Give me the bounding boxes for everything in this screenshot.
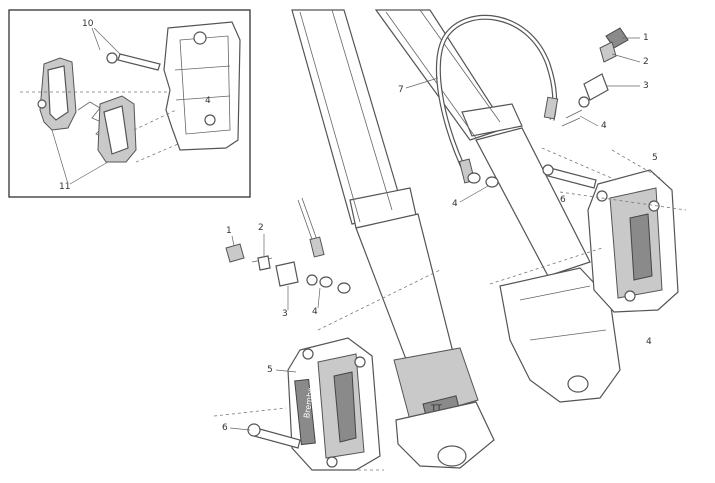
hose-washers: 4 — [452, 172, 499, 209]
caliper-right: 6 5 4 — [489, 147, 687, 347]
label-1-upper: 1 — [643, 33, 649, 43]
fork-leg-left: TT — [291, 9, 495, 469]
label-1-middle: 1 — [226, 226, 232, 236]
bolt-stack-middle: 1 2 3 4 — [225, 197, 351, 319]
fork-leg-right — [374, 9, 621, 403]
label-6-right: 6 — [560, 195, 566, 205]
label-4-upper: 4 — [601, 121, 607, 131]
label-4-hose: 4 — [452, 199, 458, 209]
inset-pads-detail: 10 11 4 — [8, 9, 251, 198]
caliper-left: Brembo 5 6 — [213, 269, 441, 471]
label-2-upper: 2 — [643, 57, 649, 67]
label-11: 11 — [59, 182, 70, 192]
label-7: 7 — [398, 85, 404, 95]
label-5-left: 5 — [267, 365, 273, 375]
label-2-middle: 2 — [258, 223, 264, 233]
label-4-middle: 4 — [312, 307, 318, 317]
bolt-stack-upper: 1 2 3 4 — [561, 27, 649, 131]
label-6-left: 6 — [222, 423, 228, 433]
label-4-inset: 4 — [205, 96, 211, 106]
label-5-right-top: 5 — [652, 153, 658, 163]
fork-plate-label: TT — [430, 404, 442, 414]
label-5-right: 4 — [646, 337, 652, 347]
brake-hose — [435, 14, 559, 184]
label-3-middle: 3 — [282, 309, 288, 319]
label-10: 10 — [82, 19, 94, 29]
caliper-brand-label: Brembo — [302, 386, 315, 418]
label-3-upper: 3 — [643, 81, 649, 91]
